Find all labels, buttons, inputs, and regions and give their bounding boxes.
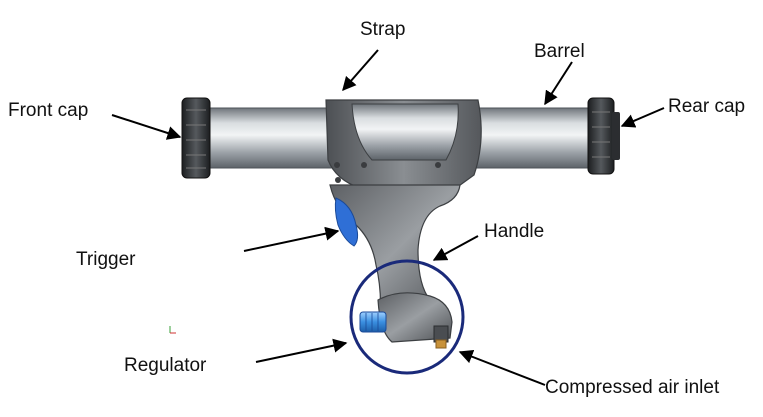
rear-cap-shape	[587, 97, 620, 175]
rivet	[335, 177, 341, 183]
regulator-knob	[359, 311, 387, 333]
rivet	[361, 162, 367, 168]
regulator-arrow	[255, 338, 348, 363]
air-inlet-arrow	[458, 350, 546, 386]
strap-cutout	[351, 103, 459, 161]
trigger-shape	[334, 197, 359, 247]
strap-label: Strap	[360, 19, 406, 40]
trigger-arrow	[243, 226, 340, 252]
handle-label: Handle	[484, 221, 545, 242]
trigger-label: Trigger	[76, 249, 136, 270]
front-cap-label: Front cap	[8, 100, 89, 121]
rear-cap-arrow	[620, 107, 665, 128]
rear-cap-label: Rear cap	[668, 96, 746, 117]
highlight-circle	[349, 259, 465, 375]
barrel-arrow	[544, 61, 573, 106]
barrel-label: Barrel	[534, 41, 585, 62]
rivet	[334, 162, 340, 168]
front-cap-arrow	[111, 114, 182, 140]
handle-arrow	[432, 235, 479, 261]
front-cap-shape	[181, 97, 211, 179]
air-inlet-label: Compressed air inlet	[545, 377, 720, 398]
axis-marker	[169, 326, 176, 334]
regulator-label: Regulator	[124, 355, 207, 376]
rivet	[435, 162, 441, 168]
strap-arrow	[342, 49, 379, 92]
air-inlet-fitting	[433, 325, 449, 349]
